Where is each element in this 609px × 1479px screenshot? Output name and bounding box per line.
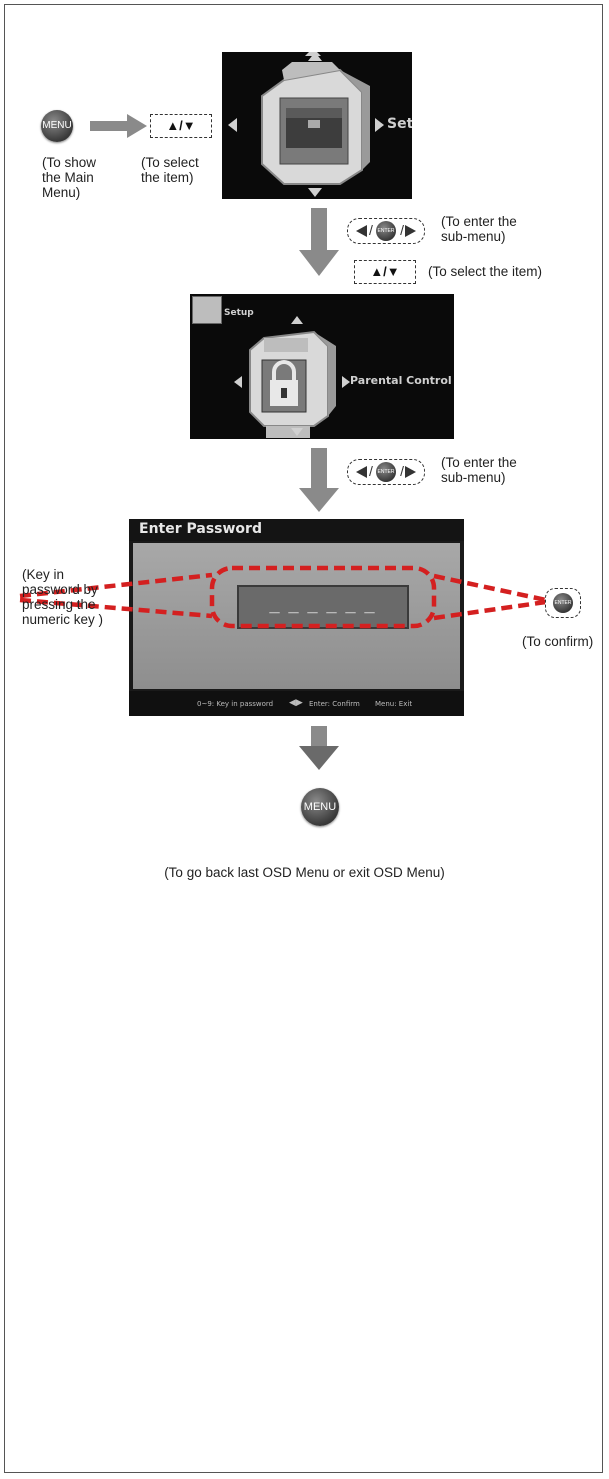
caption-line: (To enter the [441, 214, 517, 229]
down-arrow-shaft [311, 448, 327, 490]
parental-control-label: Parental Control [350, 374, 452, 387]
password-title: Enter Password [139, 521, 262, 537]
caption-line: numeric key ) [22, 612, 104, 627]
up-down-keys: ▲/▼ [150, 114, 212, 138]
up-down-keys: ▲/▼ [354, 260, 416, 284]
confirm-caption: (To confirm) [522, 634, 594, 649]
caption-line: the Main [42, 170, 94, 185]
final-caption: (To go back last OSD Menu or exit OSD Me… [164, 865, 445, 880]
parental-cube-graphic [249, 330, 336, 438]
down-arrow-icon [299, 488, 339, 512]
password-placeholder: _ _ _ _ _ _ [269, 595, 377, 615]
right-arrow-icon [342, 376, 350, 388]
setup-cube-graphic [261, 52, 370, 185]
left-key-icon [356, 466, 367, 478]
enter-key: ENTER [553, 593, 573, 613]
down-arrow-icon [299, 250, 339, 276]
caption-line: sub-menu) [441, 470, 506, 485]
down-arrow-icon [299, 746, 339, 770]
osd-setup-submenu-screen: Setup Parental Control [190, 294, 454, 439]
setup-corner-icon [192, 296, 222, 324]
down-arrow-shaft [311, 208, 327, 252]
password-title-bar: Enter Password [129, 519, 464, 541]
password-footer: 0~9: Key in password ◀▶ Enter: Confirm M… [129, 691, 464, 716]
left-arrow-icon [234, 376, 242, 388]
left-arrow-icon [228, 118, 237, 132]
password-callout-lines [19, 565, 547, 629]
setup-corner-label: Setup [224, 308, 254, 318]
enter-caption: (To enter the sub-menu) [441, 455, 517, 485]
setup-label: Setup [387, 116, 412, 132]
caption-line: (To enter the [441, 455, 517, 470]
menu-key: MENU [301, 788, 339, 826]
footer-exit: Menu: Exit [375, 700, 413, 708]
caption-line: pressing the [22, 597, 96, 612]
right-arrow-shaft [90, 121, 128, 131]
password-field[interactable]: _ _ _ _ _ _ [237, 585, 409, 629]
caption-line: (Key in [22, 567, 65, 582]
select-caption: (To select the item) [141, 155, 199, 185]
caption-line: (To show [42, 155, 97, 170]
down-arrow-icon [291, 428, 303, 436]
menu-key: MENU [41, 110, 73, 142]
up-arrow-icon [308, 52, 322, 61]
down-arrow-shaft [311, 726, 327, 748]
right-arrow-icon [127, 114, 147, 138]
left-key-icon [356, 225, 367, 237]
right-key-icon [405, 466, 416, 478]
enter-caption: (To enter the sub-menu) [441, 214, 517, 244]
menu-caption: (To show the Main Menu) [42, 155, 96, 200]
keyin-caption: (Key in password by pressing the numeric… [22, 567, 103, 627]
select-caption: (To select the item) [428, 264, 543, 279]
osd-main-menu-screen: Setup [222, 52, 412, 199]
page-frame [4, 4, 603, 1473]
enter-key: ENTER [376, 462, 396, 482]
enter-key: ENTER [376, 221, 396, 241]
footer-keyin: 0~9: Key in password [197, 700, 274, 708]
right-key-icon [405, 225, 416, 237]
footer-confirm: Enter: Confirm [309, 700, 360, 708]
left-enter-right-keys: / ENTER / [347, 459, 425, 485]
left-enter-right-keys: / ENTER / [347, 218, 425, 244]
down-arrow-icon [308, 188, 322, 197]
caption-line: (To select [141, 155, 199, 170]
caption-line: sub-menu) [441, 229, 506, 244]
right-arrow-icon [375, 118, 384, 132]
caption-line: password by [22, 582, 98, 597]
left-right-icon: ◀▶ [289, 698, 303, 708]
up-arrow-icon [291, 316, 303, 324]
caption-line: Menu) [42, 185, 81, 200]
caption-line: the item) [141, 170, 194, 185]
confirm-key-box: ENTER [545, 588, 581, 618]
